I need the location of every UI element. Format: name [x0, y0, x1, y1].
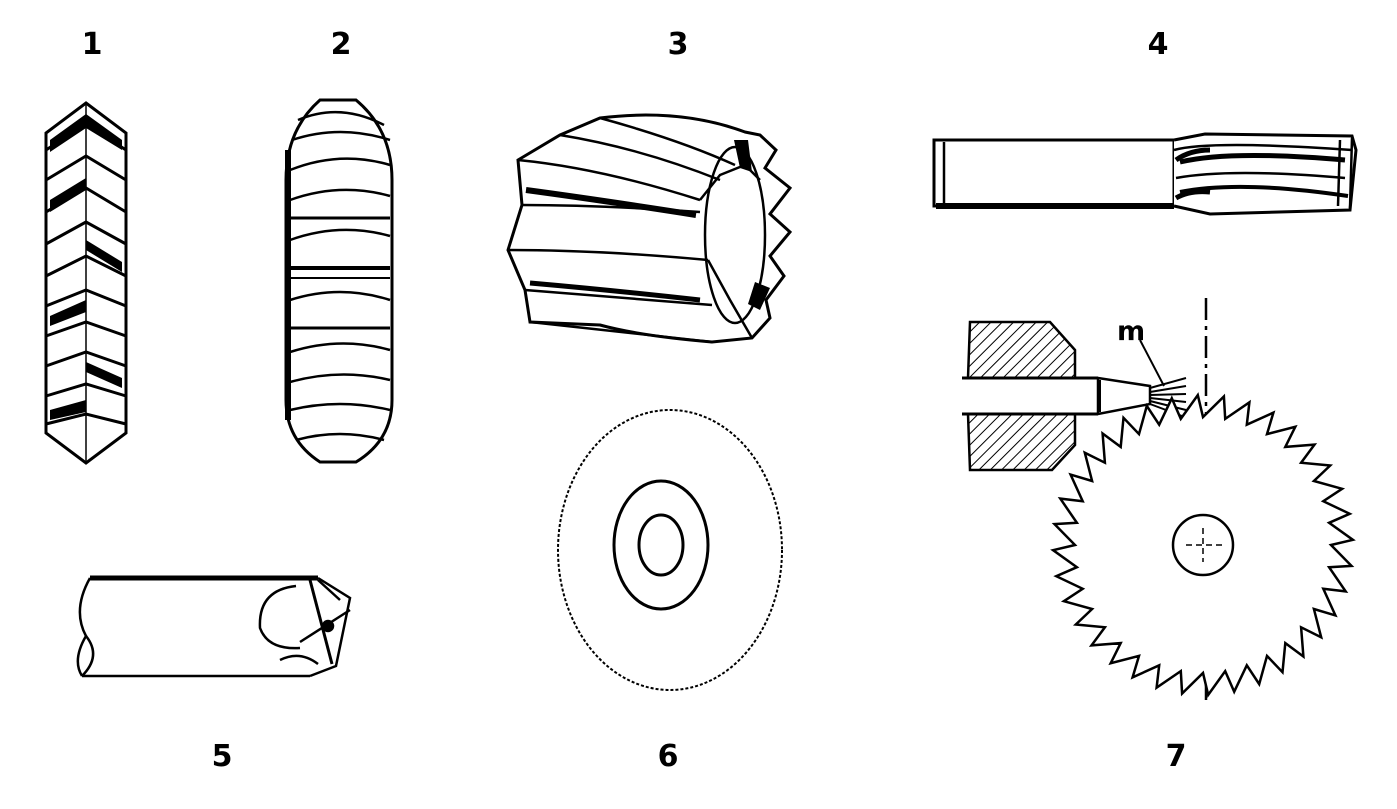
- label-1: 1: [81, 27, 103, 62]
- label-2: 2: [330, 27, 352, 62]
- label-3: 3: [667, 27, 689, 62]
- label-6: 6: [657, 739, 679, 774]
- label-5: 5: [211, 739, 233, 774]
- helical-shell-mill: [506, 113, 793, 344]
- saw-sharpening-setup: [962, 298, 1356, 700]
- end-mill: [932, 132, 1358, 216]
- convex-form-cutter: [284, 98, 394, 464]
- label-4: 4: [1147, 27, 1169, 62]
- slitting-saw: [557, 409, 783, 691]
- shank-cutter: [76, 575, 352, 678]
- herringbone-cutter: [44, 101, 128, 465]
- label-7: 7: [1165, 739, 1187, 774]
